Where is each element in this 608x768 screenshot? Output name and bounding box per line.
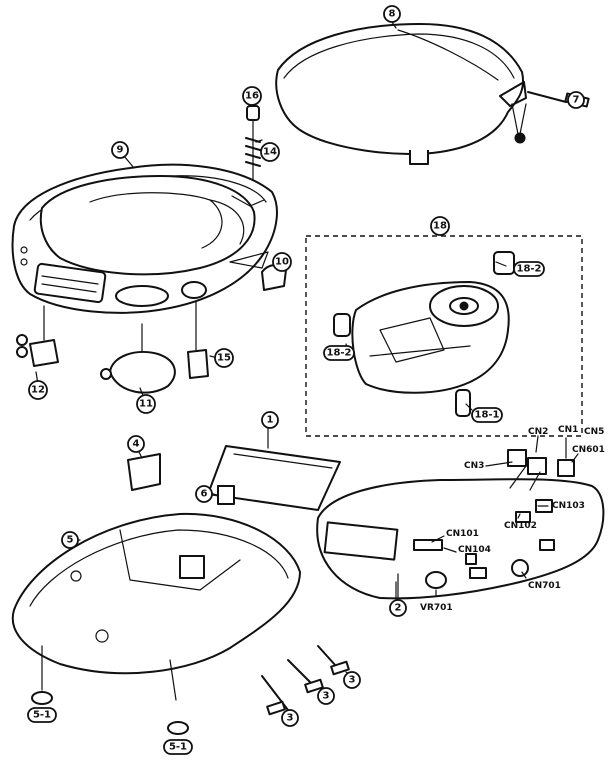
callout-5-1-right-label: 5-1: [169, 742, 187, 753]
callout-4-label: 4: [133, 439, 140, 450]
label-cn1: CN1: [558, 425, 578, 435]
callout-4: 4: [127, 435, 145, 453]
callout-7-label: 7: [573, 95, 580, 106]
callout-10-label: 10: [275, 257, 289, 268]
lower-case-part: [11, 512, 301, 701]
callout-18-2-left-label: 18-2: [326, 348, 351, 359]
label-cn104: CN104: [458, 545, 491, 555]
callout-5-1-right: 5-1: [163, 739, 193, 755]
callout-18-1-label: 18-1: [474, 410, 499, 421]
pcb-board-part: [316, 449, 605, 600]
callout-3-middle-label: 3: [323, 691, 330, 702]
callout-14-label: 14: [263, 147, 277, 158]
callout-5: 5: [61, 531, 79, 549]
callout-14: 14: [260, 142, 280, 162]
callout-8-label: 8: [389, 9, 396, 20]
callout-12: 12: [28, 380, 48, 400]
label-vr701: VR701: [420, 603, 453, 613]
screw-parts: [261, 645, 350, 716]
cover-plate-part: [127, 427, 341, 511]
label-cn103: CN103: [552, 501, 585, 511]
callout-9-label: 9: [117, 145, 124, 156]
callout-16-label: 16: [245, 91, 259, 102]
callout-5-label: 5: [67, 535, 74, 546]
callout-3-right-label: 3: [349, 675, 356, 686]
label-cn2: CN2: [528, 427, 548, 437]
top-lid-part: [275, 23, 590, 165]
callout-18-1: 18-1: [471, 407, 503, 423]
callout-18-2-left: 18-2: [323, 345, 355, 361]
callout-18-label: 18: [433, 221, 447, 232]
callout-5-1-left: 5-1: [27, 707, 57, 723]
callout-3-right: 3: [343, 671, 361, 689]
switch-parts: [16, 301, 209, 394]
callout-6-label: 6: [201, 489, 208, 500]
callout-18-2-right-label: 18-2: [516, 264, 541, 275]
upper-case-part: [11, 163, 278, 314]
label-cn102: CN102: [504, 521, 537, 531]
callout-8: 8: [383, 5, 401, 23]
label-cn101: CN101: [446, 529, 479, 539]
pickup-assembly: [305, 235, 583, 437]
callout-2: 2: [389, 599, 407, 617]
callout-9: 9: [111, 141, 129, 159]
callout-3-middle: 3: [317, 687, 335, 705]
callout-11: 11: [136, 394, 156, 414]
callout-3-left-label: 3: [287, 713, 294, 724]
foot-parts: [31, 691, 189, 735]
label-cn3: CN3: [464, 461, 484, 471]
callout-12-label: 12: [31, 385, 45, 396]
callout-1: 1: [261, 411, 279, 429]
callout-18-2-right: 18-2: [513, 261, 545, 277]
callout-15: 15: [214, 348, 234, 368]
callout-3-left: 3: [281, 709, 299, 727]
callout-11-label: 11: [139, 399, 153, 410]
label-cn601: CN601: [572, 445, 605, 455]
callout-5-1-left-label: 5-1: [33, 710, 51, 721]
callout-2-label: 2: [395, 603, 402, 614]
callout-1-label: 1: [267, 415, 274, 426]
callout-7: 7: [567, 91, 585, 109]
callout-16: 16: [242, 86, 262, 106]
label-cn701: CN701: [528, 581, 561, 591]
callout-18: 18: [430, 216, 450, 236]
callout-10: 10: [272, 252, 292, 272]
callout-15-label: 15: [217, 353, 231, 364]
callout-6: 6: [195, 485, 213, 503]
label-cn5: CN5: [584, 427, 604, 437]
